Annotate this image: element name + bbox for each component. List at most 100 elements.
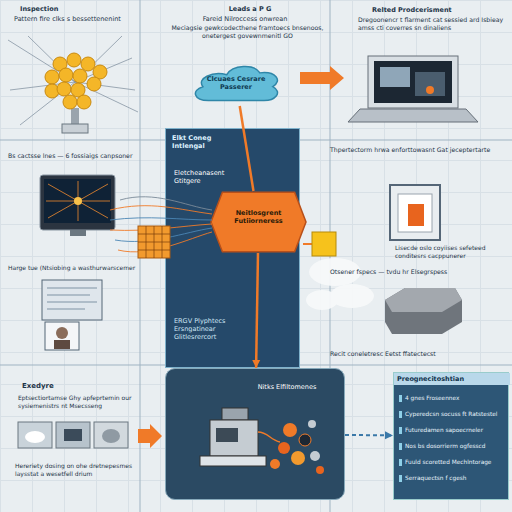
smoke <box>330 284 374 308</box>
device-illustration <box>390 185 440 240</box>
node-text: Cyperedcsn socuss ft Ratstestel <box>399 411 505 418</box>
node-heading: Nitks Elfiltomenes <box>246 383 328 391</box>
atom <box>81 57 95 71</box>
burst-line <box>78 201 79 221</box>
annotation-text: Exedyre <box>22 382 132 391</box>
atom <box>63 95 77 109</box>
burst-line <box>78 181 79 201</box>
annotation-text: Pattern fire clks s bessettenenint <box>14 15 139 23</box>
burst-line <box>48 184 78 201</box>
node-text: Eletcheanasent Gtitgere <box>174 169 236 185</box>
laptop-illustration <box>348 56 478 122</box>
molecule-wires <box>8 36 138 125</box>
monitor-screen <box>44 179 111 223</box>
annotation-text: Dregoonencr t flarment cat sessied ard I… <box>358 16 508 32</box>
photo <box>56 422 90 448</box>
list-panel: Preognecitoshtian 4 gnes FroseennexCypere… <box>393 372 509 500</box>
wire <box>10 82 75 90</box>
burst-line <box>78 184 108 201</box>
monitor-illustration <box>40 175 115 236</box>
wire <box>20 82 75 125</box>
photo-strip <box>18 422 128 448</box>
monitor-frame <box>42 280 102 320</box>
atom <box>45 70 59 84</box>
screen-light <box>426 86 434 94</box>
burst-core <box>74 197 82 205</box>
annotation-text: Thpertectorm hrwa enforttowasnt Gat jece… <box>330 146 506 154</box>
node-heading: Elkt Coneg Intlengal <box>172 134 242 150</box>
molecule-base <box>62 124 88 133</box>
process-panel: Elkt Coneg IntlengalEletcheanasent Gtitg… <box>165 128 300 368</box>
annotation-text: Inspection <box>20 5 130 13</box>
device-core <box>408 204 424 226</box>
burst-line <box>78 201 108 218</box>
atom <box>45 84 59 98</box>
annotation-text: Otsener fspecs — tvdu hr Elsegrspess <box>330 268 506 276</box>
photo-detail <box>102 429 120 443</box>
prism-top <box>385 288 462 312</box>
gray-prism <box>385 288 462 334</box>
laptop-base <box>348 109 478 122</box>
cloud-path <box>195 67 277 101</box>
orange-arrow <box>300 66 344 90</box>
node-text: 4 gnes Froseennex <box>399 395 505 402</box>
node-heading: Preognecitoshtian <box>394 373 510 385</box>
annotation-text: Bs cactsse lnes — 6 fossiaigs canpsoner <box>8 152 158 160</box>
illustration-box: Nitks Elfiltomenes <box>165 368 345 500</box>
atom <box>53 57 67 71</box>
node-text: ERGV Plyphtecs Ersngatinear Glitlesrerco… <box>174 317 249 341</box>
annotation-text: Leads a P G <box>200 5 300 13</box>
atom <box>77 95 91 109</box>
hexagon-path <box>211 192 306 252</box>
atom <box>67 53 81 67</box>
prism-body <box>385 288 462 334</box>
wire <box>75 58 132 82</box>
annotation-text: Meciagsie gewkcodecthene framtoecs bnsen… <box>160 24 335 40</box>
stub-line <box>303 243 312 245</box>
annotation-text: Eptsectiortamse Ghy apfeprtemin our sysi… <box>18 394 143 409</box>
device-window <box>398 194 432 232</box>
wire <box>75 82 135 90</box>
photo <box>94 422 128 448</box>
node-text: Serraquectsn f cgesh <box>399 475 505 482</box>
connector-line <box>345 434 393 436</box>
connector <box>345 431 393 439</box>
portrait-body <box>54 340 70 349</box>
atom <box>93 65 107 79</box>
yellow-box <box>312 232 336 256</box>
grid-line <box>154 226 155 258</box>
screen-stripes <box>47 288 97 309</box>
burst-line <box>48 201 78 218</box>
atom <box>57 82 71 96</box>
burst-line <box>78 201 110 202</box>
wire <box>75 36 122 82</box>
small-monitors <box>42 280 102 350</box>
molecule-stem <box>71 108 79 126</box>
burst-line <box>46 201 78 202</box>
laptop-lid <box>368 56 458 108</box>
cloud-shape: Clcuaes Cesrare Passerer <box>190 60 282 106</box>
node-text: Nos bs dosorrierm ogfesscd <box>399 443 505 450</box>
laptop-screen <box>374 61 452 103</box>
photo-detail <box>64 429 82 441</box>
device-frame <box>390 185 440 240</box>
atom <box>59 68 73 82</box>
annotation-text: Relted Prodcerisment <box>372 6 502 14</box>
orange-arrow <box>138 424 162 448</box>
annotation-text: Hereriety dosing on ohe dretnepesmes lay… <box>15 462 150 477</box>
grid-line <box>146 226 147 258</box>
column-rule <box>140 0 141 512</box>
wire <box>75 82 138 112</box>
monitor-stand <box>70 230 86 236</box>
process-hexagon: Neitlosgrent Futiiorneress <box>211 191 306 253</box>
molecule-atoms <box>45 53 107 109</box>
atom <box>73 69 87 83</box>
photo-detail <box>25 431 45 443</box>
node-text: Futuredamen sapoecrneler <box>399 427 505 434</box>
grid-line <box>162 226 163 258</box>
screen-window <box>380 67 410 87</box>
stripe <box>47 288 97 289</box>
annotation-text: Fareid Nilroccess onwrean <box>170 15 320 23</box>
